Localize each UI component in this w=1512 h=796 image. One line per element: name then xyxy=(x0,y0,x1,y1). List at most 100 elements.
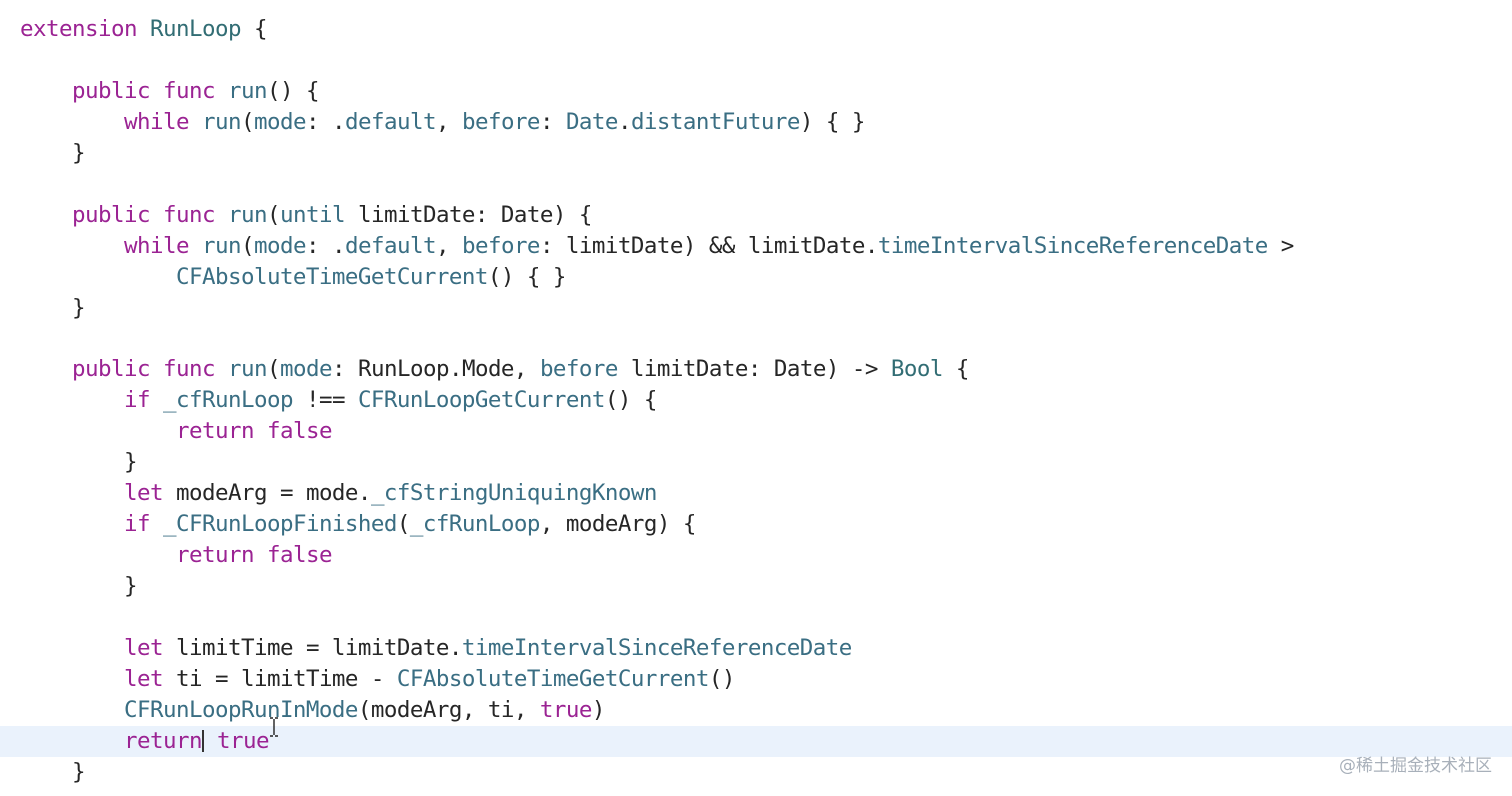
code-line[interactable]: } xyxy=(0,293,1512,324)
code-token: return xyxy=(175,418,255,445)
code-token: ( xyxy=(240,108,255,135)
code-token: , modeArg) { xyxy=(539,511,697,538)
code-token xyxy=(20,233,124,259)
code-token xyxy=(150,78,163,104)
code-line[interactable]: public func run(mode: RunLoop.Mode, befo… xyxy=(0,354,1512,385)
code-token: CFRunLoopGetCurrent xyxy=(357,387,605,414)
code-token: func xyxy=(162,77,216,104)
code-line-text: } xyxy=(20,571,138,602)
code-token: } xyxy=(20,573,138,600)
code-line[interactable]: return true xyxy=(0,725,1512,757)
code-line-text: } xyxy=(20,757,86,788)
code-line-text: let modeArg = mode._cfStringUniquingKnow… xyxy=(20,478,657,509)
code-token: before xyxy=(539,356,619,383)
code-token xyxy=(215,78,228,104)
code-token: . xyxy=(617,108,632,135)
code-line[interactable]: let ti = limitTime - CFAbsoluteTimeGetCu… xyxy=(0,664,1512,695)
code-line[interactable]: CFRunLoopRunInMode(modeArg, ti, true) xyxy=(0,695,1512,726)
code-token xyxy=(20,418,176,444)
code-token: limitDate: Date) -> xyxy=(617,356,891,383)
code-token: return xyxy=(123,727,203,754)
code-line-text: return false xyxy=(20,416,333,447)
code-token: RunLoop xyxy=(149,16,242,42)
code-token: default xyxy=(344,232,437,259)
code-line[interactable]: public func run(until limitDate: Date) { xyxy=(0,200,1512,231)
code-token: mode xyxy=(279,356,333,383)
code-token: Date xyxy=(565,108,619,135)
code-token: { xyxy=(942,356,970,383)
code-token: (modeArg, ti, xyxy=(357,696,540,723)
code-token: ( xyxy=(266,356,281,383)
code-token: : limitDate) && limitDate. xyxy=(539,232,878,259)
ibeam-cursor-icon xyxy=(269,717,279,737)
code-line[interactable]: CFAbsoluteTimeGetCurrent() { } xyxy=(0,262,1512,293)
code-token: ( xyxy=(266,201,281,228)
code-line-text: } xyxy=(20,447,138,478)
code-line-text: CFRunLoopRunInMode(modeArg, ti, true) xyxy=(20,695,605,726)
code-token: !== xyxy=(292,387,358,414)
code-line-text: while run(mode: .default, before: limitD… xyxy=(20,231,1294,262)
code-token: if xyxy=(123,387,151,414)
code-line-text: public func run(until limitDate: Date) { xyxy=(20,200,592,231)
code-token: mode xyxy=(253,232,307,259)
code-token xyxy=(20,387,124,413)
code-token xyxy=(150,202,163,228)
code-token: _cfStringUniquingKnown xyxy=(370,480,657,507)
code-token: ) xyxy=(591,696,606,723)
code-token: until xyxy=(279,201,346,228)
code-token xyxy=(137,16,150,42)
code-line[interactable] xyxy=(0,324,1512,355)
code-token xyxy=(215,202,228,228)
code-token: modeArg = mode. xyxy=(162,480,372,507)
code-line[interactable] xyxy=(0,169,1512,200)
code-token xyxy=(189,233,202,259)
code-line[interactable]: return false xyxy=(0,540,1512,571)
code-line[interactable]: return false xyxy=(0,416,1512,447)
code-token: false xyxy=(266,418,333,445)
code-line[interactable]: if _CFRunLoopFinished(_cfRunLoop, modeAr… xyxy=(0,509,1512,540)
code-token: let xyxy=(123,480,164,507)
code-token: _cfRunLoop xyxy=(162,387,294,414)
code-token: extension xyxy=(20,16,138,42)
code-token: run xyxy=(227,356,268,383)
code-line[interactable] xyxy=(0,45,1512,76)
code-token: return xyxy=(175,542,255,569)
code-token xyxy=(20,202,72,228)
code-line[interactable]: } xyxy=(0,138,1512,169)
code-line[interactable]: } xyxy=(0,571,1512,602)
code-line-text: extension RunLoop { xyxy=(20,14,268,45)
code-token: public xyxy=(72,77,151,104)
code-token: let xyxy=(123,665,164,692)
code-token xyxy=(189,109,202,135)
code-line[interactable]: } xyxy=(0,757,1512,788)
code-token: } xyxy=(20,294,86,321)
code-token xyxy=(150,387,163,413)
code-line[interactable]: while run(mode: .default, before: Date.d… xyxy=(0,107,1512,138)
code-line[interactable]: } xyxy=(0,447,1512,478)
code-token: distantFuture xyxy=(630,108,801,135)
code-token: false xyxy=(266,542,333,569)
code-line[interactable]: public func run() { xyxy=(0,76,1512,107)
code-token: run xyxy=(201,232,242,259)
code-token: () xyxy=(708,665,736,692)
code-token: CFAbsoluteTimeGetCurrent xyxy=(396,665,709,692)
code-token xyxy=(215,356,228,382)
code-token: while xyxy=(123,232,190,259)
code-token: before xyxy=(461,108,541,135)
code-line[interactable]: while run(mode: .default, before: limitD… xyxy=(0,231,1512,262)
text-caret xyxy=(201,729,204,752)
code-line[interactable]: let limitTime = limitDate.timeIntervalSi… xyxy=(0,633,1512,664)
code-line[interactable]: extension RunLoop { xyxy=(0,14,1512,45)
code-token: { xyxy=(240,16,268,42)
code-token: () { } xyxy=(487,263,567,290)
code-line[interactable]: if _cfRunLoop !== CFRunLoopGetCurrent() … xyxy=(0,385,1512,416)
code-token: () { xyxy=(266,77,320,104)
code-token: ( xyxy=(396,511,411,538)
code-line[interactable] xyxy=(0,602,1512,633)
code-token: () { xyxy=(604,387,658,414)
code-token: run xyxy=(201,108,242,135)
code-token: timeIntervalSinceReferenceDate xyxy=(461,635,852,661)
code-line-text: return true xyxy=(20,726,270,757)
code-line[interactable]: let modeArg = mode._cfStringUniquingKnow… xyxy=(0,478,1512,509)
